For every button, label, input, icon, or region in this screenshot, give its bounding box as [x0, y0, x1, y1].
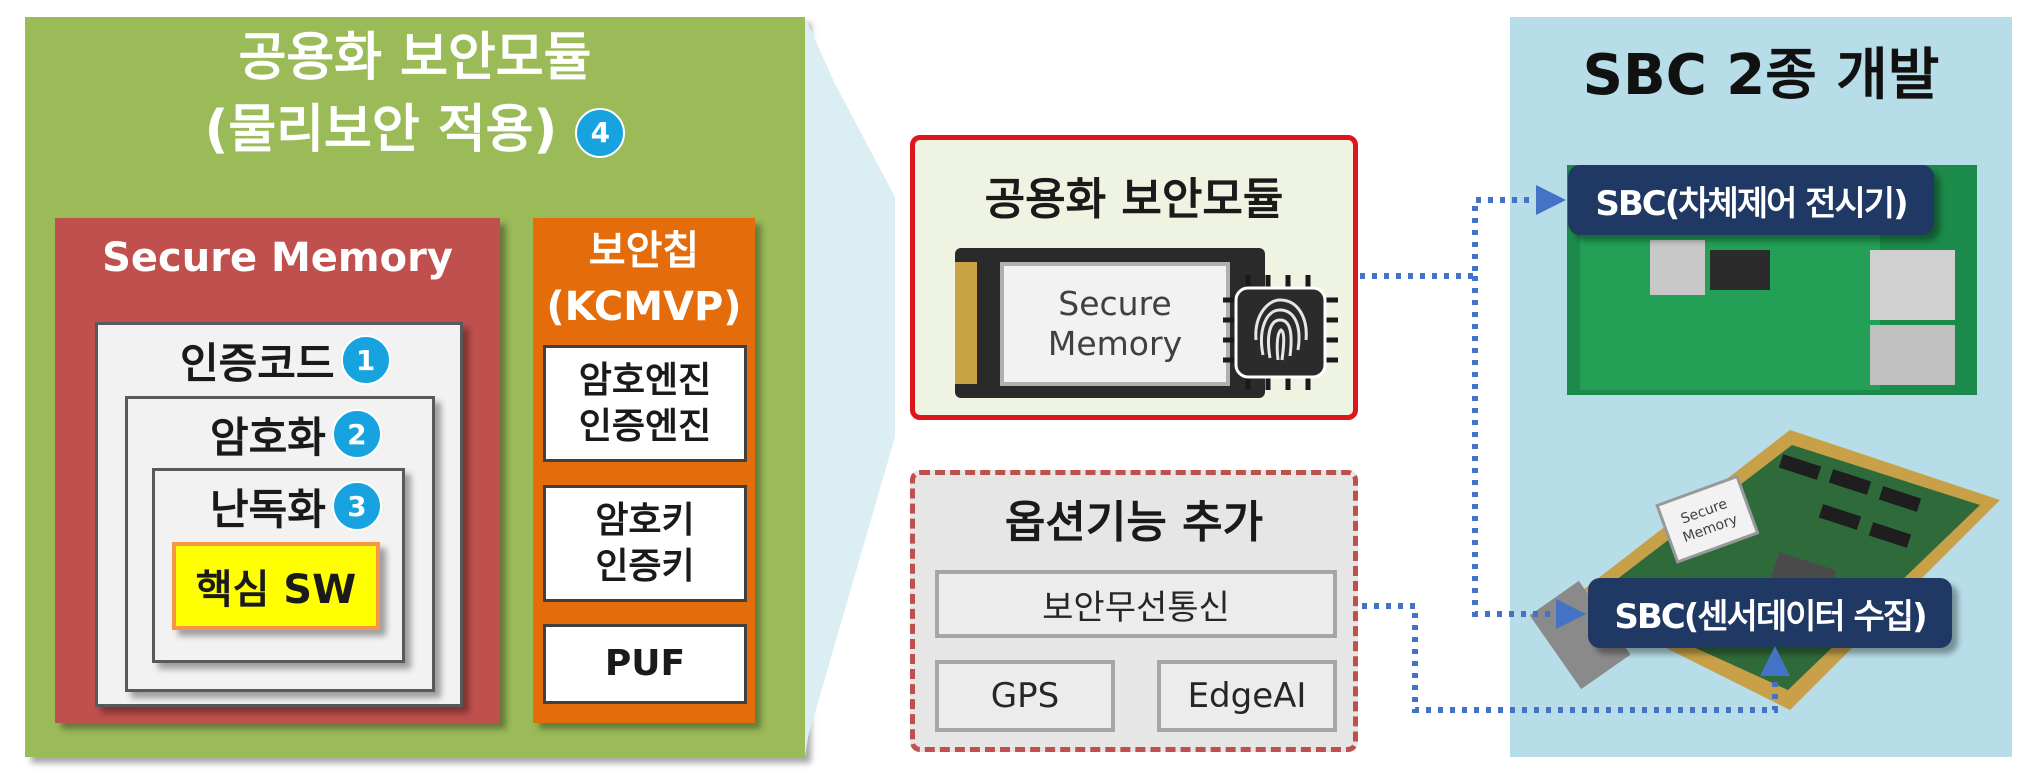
options-title: 옵션기능 추가: [1004, 497, 1264, 548]
left-title-line2-row: (물리보안 적용) 4: [25, 94, 805, 166]
module-edge-connector: [955, 262, 977, 384]
secure-memory-title: Secure Memory: [102, 235, 453, 281]
left-panel-title: 공용화 보안모듈 (물리보안 적용) 4: [25, 22, 805, 182]
left-title-line1: 공용화 보안모듈: [238, 28, 592, 88]
obfuscation-label: 난독화: [210, 484, 326, 534]
number-badge-2: 2: [331, 409, 382, 459]
chip-item-engines-line1: 암호엔진: [578, 359, 712, 401]
auth-code-label-row: 인증코드 1: [180, 330, 391, 390]
sbc1-ethernet-port: [1870, 325, 1955, 385]
left-title-line2: (물리보안 적용): [204, 100, 558, 160]
sbc1-usb-port: [1870, 250, 1955, 320]
sbc2-ram-chips: [1778, 454, 1922, 548]
number-badge-1: 1: [340, 335, 391, 385]
module-secure-memory-chip: Secure Memory: [1000, 262, 1230, 386]
sbc1-memory-chip: [1710, 250, 1770, 290]
obfuscation-label-row: 난독화 3: [210, 476, 382, 536]
sbc-sensor-data-label: SBC(센서데이터 수집): [1588, 578, 1952, 648]
chip-item-keys: 암호키 인증키: [543, 485, 747, 602]
encryption-label-row: 암호화 2: [210, 404, 382, 464]
option-secure-wireless: 보안무선통신: [935, 570, 1337, 638]
option-edgeai: EdgeAI: [1157, 660, 1337, 732]
right-panel-title: SBC 2종 개발: [1582, 42, 1940, 108]
security-chip-title-line1: 보안칩: [588, 228, 700, 274]
callout-wedge-shape-2: [805, 27, 895, 747]
encryption-label: 암호화: [210, 412, 326, 462]
module-mem-line2: Memory: [1047, 324, 1183, 363]
module-mem-line1: Secure: [1058, 284, 1172, 323]
chip-item-keys-line1: 암호키: [595, 499, 695, 541]
fingerprint-chip-icon: [1223, 275, 1338, 390]
auth-code-label: 인증코드: [180, 338, 335, 388]
callout-wedge: [805, 17, 895, 757]
sbc1-processor: [1650, 240, 1705, 295]
sbc-vehicle-control-label: SBC(차체제어 전시기): [1568, 165, 1934, 235]
number-badge-4: 4: [575, 108, 626, 158]
sbc-sensor-data-photo: Secure Memory: [1530, 430, 2000, 710]
chip-item-keys-line2: 인증키: [595, 545, 695, 587]
number-badge-3: 3: [331, 481, 382, 531]
option-gps: GPS: [935, 660, 1115, 732]
chip-item-puf: PUF: [543, 624, 747, 704]
security-chip-title-line2: (KCMVP): [546, 284, 742, 330]
sbc2-secure-memory-chip: [1655, 474, 1760, 564]
core-sw-box: 핵심 SW: [172, 542, 380, 630]
chip-item-engines: 암호엔진 인증엔진: [543, 345, 747, 462]
security-chip-title: 보안칩 (KCMVP): [533, 223, 755, 343]
chip-item-engines-line2: 인증엔진: [578, 405, 712, 447]
secure-module-title: 공용화 보안모듈: [984, 174, 1284, 225]
